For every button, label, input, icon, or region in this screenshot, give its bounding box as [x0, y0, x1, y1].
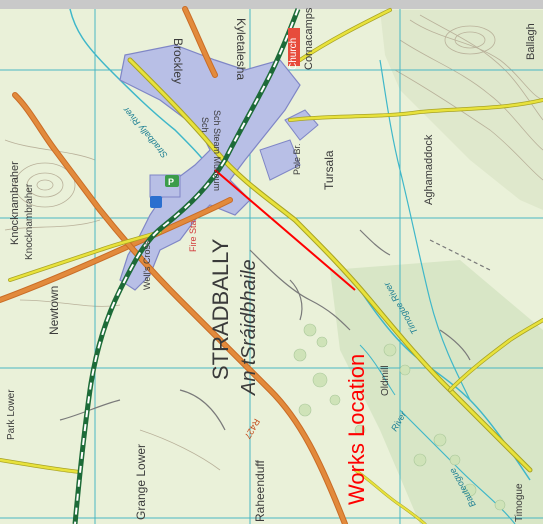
label-works-location: Works Location [344, 354, 369, 505]
label-wells-cross: Well's Cross [142, 240, 152, 290]
info-icon [150, 196, 162, 208]
label-raheenduff: Raheenduff [253, 460, 267, 523]
local-roads [0, 8, 543, 524]
parking-icon [165, 175, 179, 187]
minor-roads [59, 229, 491, 431]
label-park-lower: Park Lower [6, 389, 17, 440]
regional-roads [0, 6, 348, 524]
label-stradbally: STRADBALLY [208, 238, 233, 380]
valley-area [330, 260, 543, 524]
label-ballagh: Ballagh [525, 23, 537, 60]
label-grange-lower: Grange Lower [134, 444, 148, 520]
label-knocknambraher-2: Knocknambraher [24, 183, 35, 260]
label-timogue: Timogue [514, 483, 525, 522]
church-marker [288, 28, 300, 66]
label-tursala: Tursala [322, 150, 336, 190]
label-sch: Sch [200, 117, 210, 133]
label-knocknambraher-1: Knocknambraher [9, 161, 21, 245]
label-newtown: Newtown [47, 286, 61, 335]
woodland-patches [293, 323, 506, 511]
top-frame-strip [0, 0, 543, 9]
label-church: Church [288, 38, 299, 70]
label-cornacamps: Cornacamps [303, 7, 315, 70]
label-kyletalesha: Kyletalesha [234, 18, 248, 80]
label-brockley: Brockley [171, 38, 185, 84]
label-aghamaddock: Aghamaddock [423, 134, 435, 205]
label-oldmill: Oldmill [380, 365, 391, 396]
small-river-line [359, 344, 396, 396]
label-museum: Sch Steam Museum [212, 110, 222, 191]
label-irish-name: An tSráidbhaile [238, 259, 260, 396]
label-fire-sta: Fire Sta [188, 220, 198, 252]
stradbally-river-line [69, 8, 216, 176]
railway-line [72, 8, 301, 524]
works-location-pointer [214, 169, 356, 291]
label-pole-br: Pole Br. [292, 143, 302, 175]
svg-text:P: P [168, 177, 174, 187]
contour-lines [4, 14, 543, 471]
